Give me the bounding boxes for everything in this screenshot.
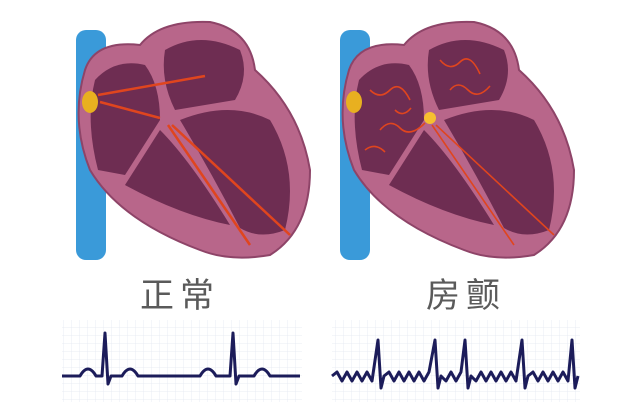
ecg-af xyxy=(331,320,580,402)
sinus-node xyxy=(82,91,98,113)
ecg-normal xyxy=(62,320,302,402)
af-heart xyxy=(340,20,576,260)
normal-heart xyxy=(76,20,312,260)
af-label: 房颤 xyxy=(426,276,506,316)
sinus-node xyxy=(346,91,362,113)
normal-label: 正常 xyxy=(140,276,220,316)
